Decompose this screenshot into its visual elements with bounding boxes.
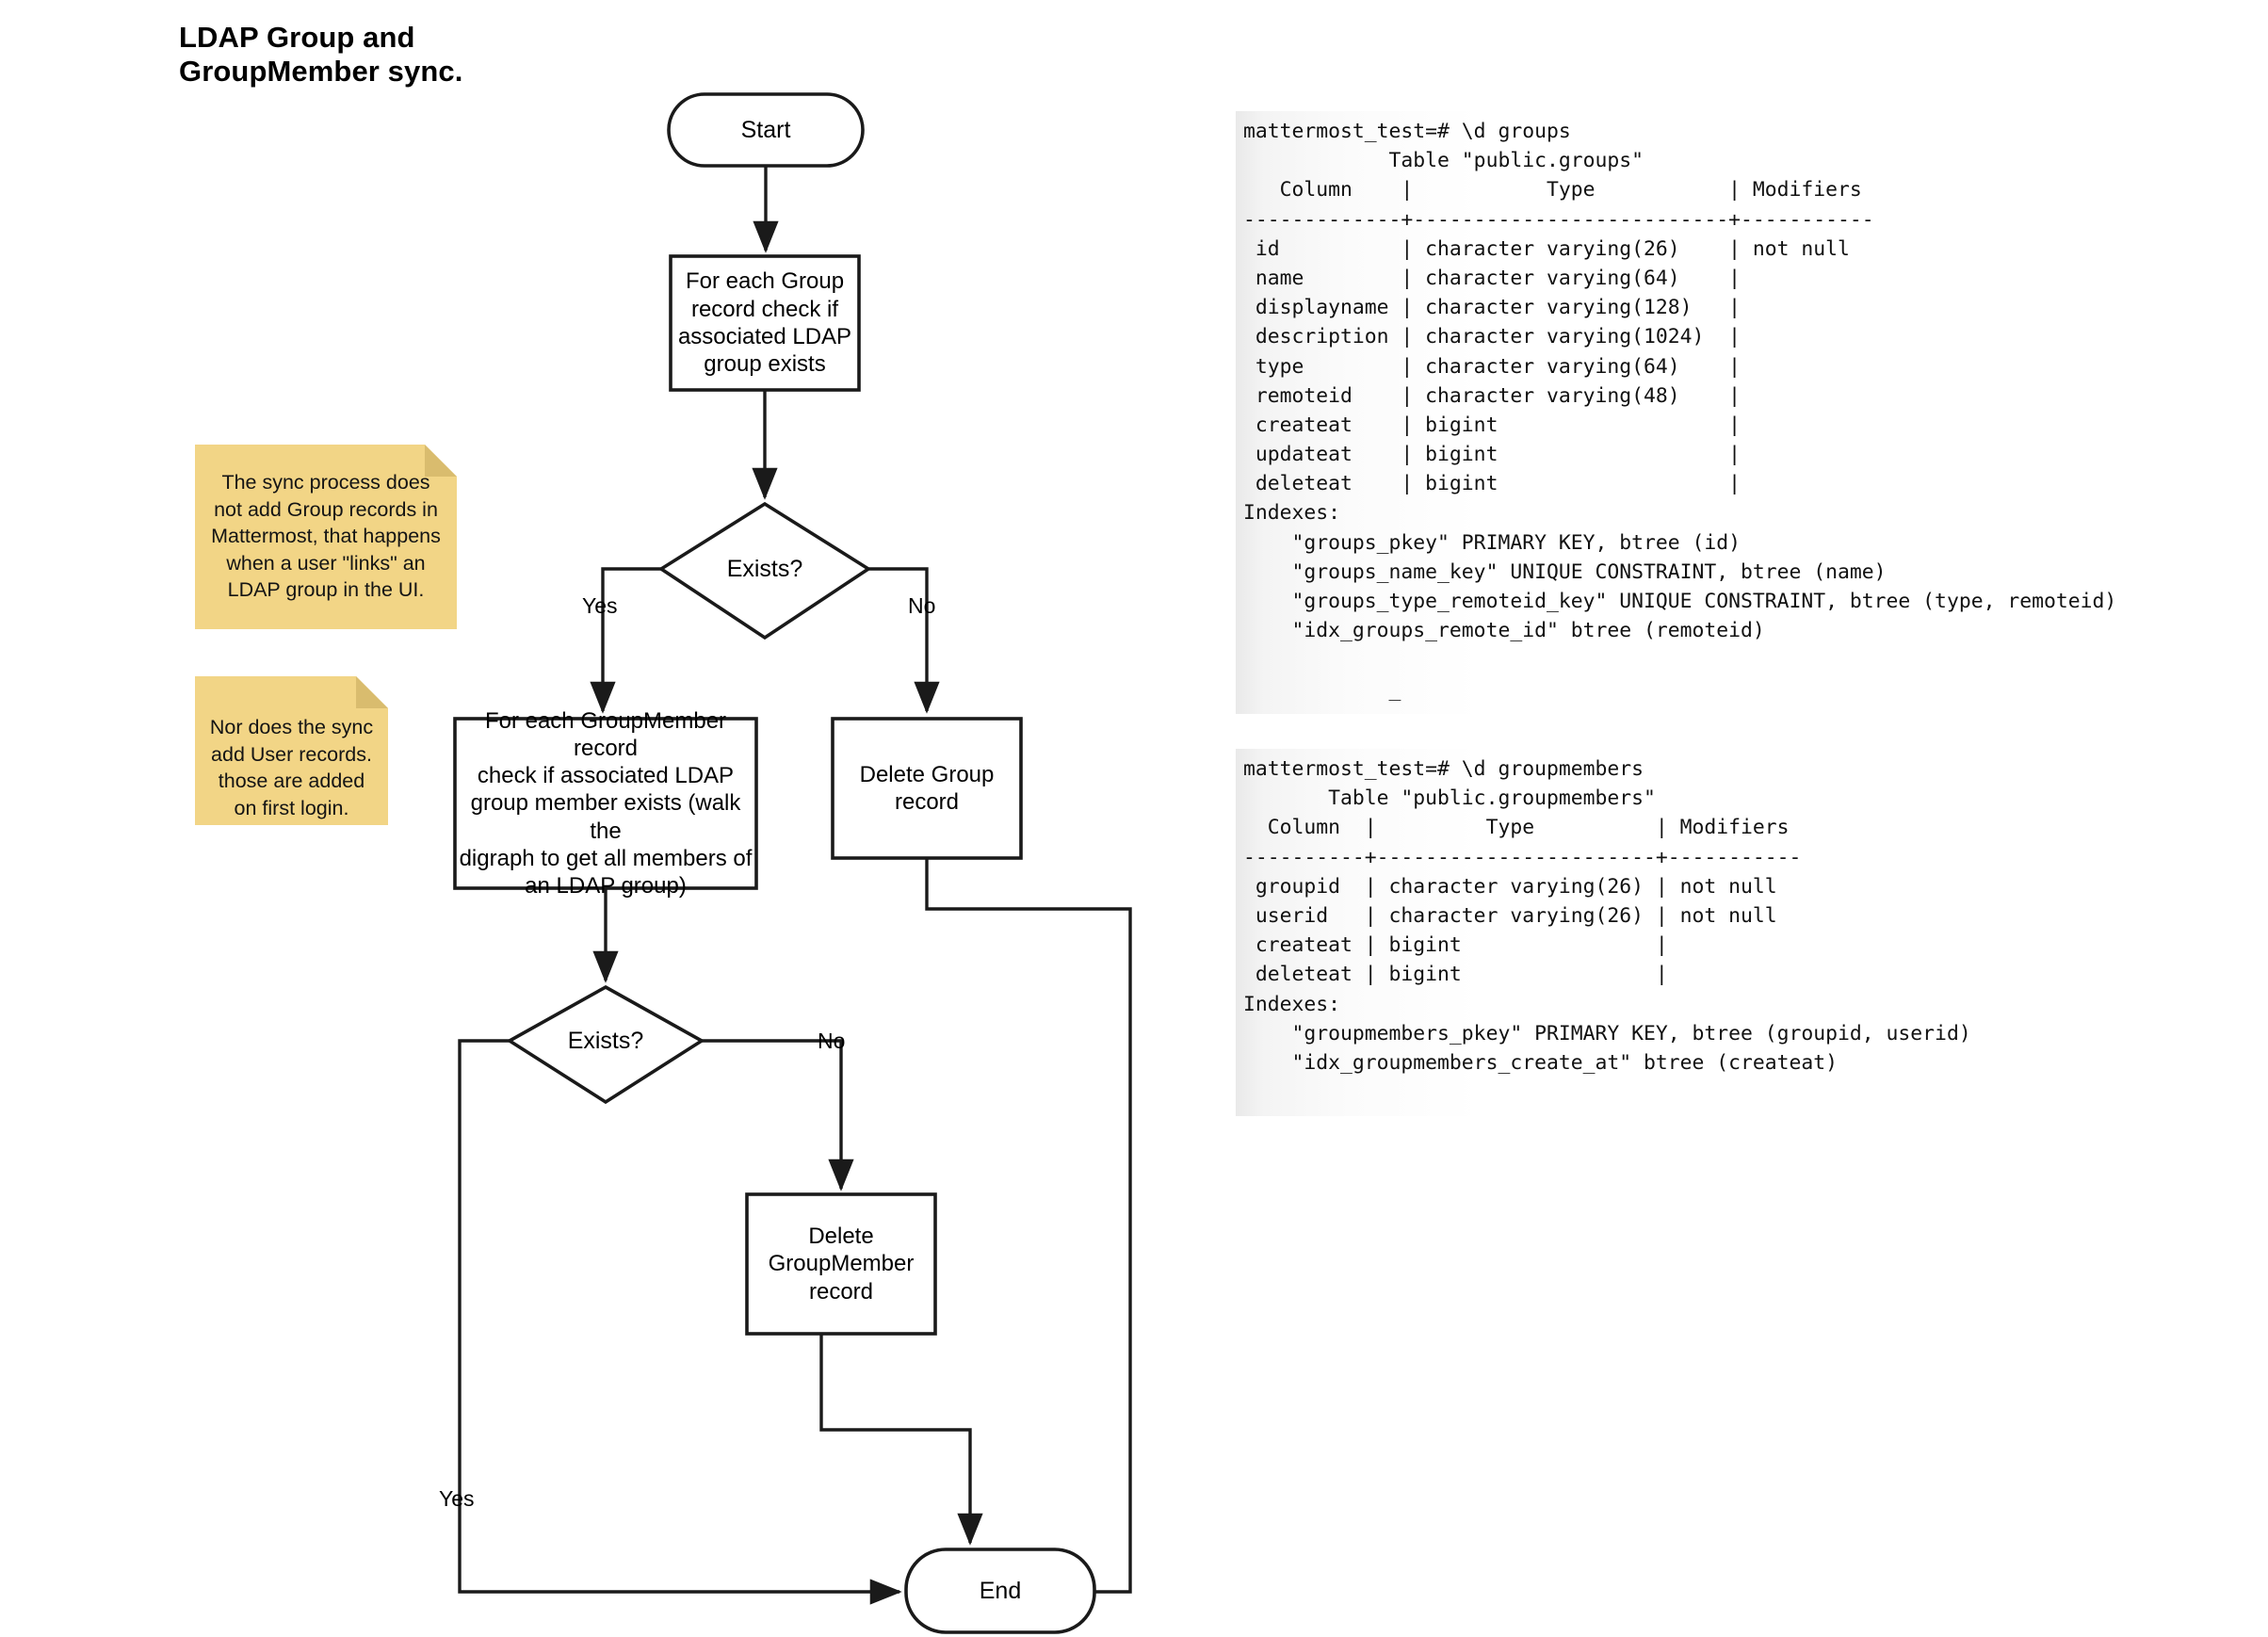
- terminal-groupmembers-line-9: Indexes:: [1243, 992, 1341, 1016]
- note2-line-4: on first login.: [234, 796, 349, 819]
- terminal-groups-line-4: -------------+--------------------------…: [1243, 207, 1874, 232]
- terminal-groupmembers-line-5: groupid | character varying(26) | not nu…: [1243, 874, 1777, 899]
- node-delete-group-shape: [831, 717, 1023, 860]
- note2-line-3: those are added: [218, 770, 365, 793]
- terminal-groupmembers-line-4: ----------+-----------------------+-----…: [1243, 845, 1802, 869]
- terminal-groups-line-13: deleteat | bigint |: [1243, 472, 1742, 496]
- terminal-groupmembers: mattermost_test=# \d groupmembers Table …: [1236, 749, 2234, 1117]
- terminal-groups-line-11: createat | bigint |: [1243, 413, 1742, 437]
- note-sync-no-group-add: The sync process does not add Group reco…: [195, 445, 457, 629]
- terminal-groups-line-5: id | character varying(26) | not null: [1243, 236, 1850, 261]
- note1-line-4: when a user "links" an: [226, 551, 426, 575]
- terminal-groups-line-16: "groups_name_key" UNIQUE CONSTRAINT, btr…: [1243, 559, 1887, 584]
- node-start-shape: [667, 92, 865, 168]
- node-decision2-shape: [506, 984, 705, 1105]
- terminal-groupmembers-line-8: deleteat | bigint |: [1243, 963, 1668, 987]
- terminal-groups-line-17: "groups_type_remoteid_key" UNIQUE CONSTR…: [1243, 590, 2117, 613]
- terminal-groupmembers-line-10: "groupmembers_pkey" PRIMARY KEY, btree (…: [1243, 1021, 1971, 1045]
- terminal-groupmembers-line-1: mattermost_test=# \d groupmembers: [1243, 757, 1644, 781]
- note1-line-1: The sync process does: [221, 471, 430, 494]
- title-line-2: GroupMember sync.: [179, 54, 463, 88]
- edge-label-decision1-yes: Yes: [582, 593, 618, 618]
- flowchart-graphics: [453, 92, 1132, 1634]
- edge-label-decision2-yes: Yes: [439, 1486, 475, 1511]
- terminal-groups-line-8: description | character varying(1024) |: [1243, 325, 1742, 349]
- terminal-groupmembers-line-2: Table "public.groupmembers": [1243, 786, 1656, 811]
- terminal-groups-line-20: _: [1243, 677, 1401, 702]
- note2-line-2: add User records.: [211, 742, 372, 766]
- terminal-groups-line-19: [1243, 645, 2234, 674]
- terminal-groupmembers-line-11: "idx_groupmembers_create_at" btree (crea…: [1243, 1050, 1839, 1075]
- terminal-groups: mattermost_test=# \d groups Table "publi…: [1236, 111, 2234, 714]
- note1-line-3: Mattermost, that happens: [211, 525, 441, 548]
- node-decision1-shape: [657, 501, 872, 640]
- terminal-groupmembers-line-6: userid | character varying(26) | not nul…: [1243, 903, 1777, 928]
- terminal-groups-line-10: remoteid | character varying(48) |: [1243, 383, 1742, 408]
- node-delete-groupmember-shape: [745, 1192, 937, 1336]
- edge-label-decision1-no: No: [908, 593, 936, 618]
- edge-label-decision2-no: No: [818, 1029, 846, 1053]
- note-sync-no-user-add: Nor does the sync add User records. thos…: [195, 676, 388, 825]
- terminal-groupmembers-line-12: [1243, 1078, 2234, 1107]
- terminal-groups-line-2: Table "public.groups": [1243, 149, 1644, 173]
- terminal-groups-line-14: Indexes:: [1243, 501, 1341, 526]
- terminal-groups-line-6: name | character varying(64) |: [1243, 266, 1742, 290]
- node-check-groupmember-shape: [453, 717, 758, 890]
- terminal-groups-line-18: "idx_groups_remote_id" btree (remoteid): [1243, 619, 1765, 643]
- page-title: LDAP Group and GroupMember sync.: [179, 21, 575, 88]
- terminal-groupmembers-line-3: Column | Type | Modifiers: [1243, 816, 1790, 840]
- terminal-groupmembers-line-7: createat | bigint |: [1243, 933, 1668, 958]
- node-check-group-shape: [669, 254, 861, 392]
- terminal-groups-line-3: Column | Type | Modifiers: [1243, 178, 1862, 203]
- terminal-groups-line-9: type | character varying(64) |: [1243, 354, 1742, 379]
- note1-line-2: not add Group records in: [214, 497, 438, 521]
- title-line-1: LDAP Group and: [179, 21, 415, 54]
- terminal-groups-line-7: displayname | character varying(128) |: [1243, 296, 1742, 320]
- node-end-shape: [904, 1548, 1096, 1634]
- note1-line-5: LDAP group in the UI.: [227, 578, 425, 602]
- note2-line-1: Nor does the sync: [209, 716, 374, 738]
- terminal-groups-line-15: "groups_pkey" PRIMARY KEY, btree (id): [1243, 530, 1742, 555]
- terminal-groups-line-12: updateat | bigint |: [1243, 443, 1742, 467]
- terminal-groups-line-1: mattermost_test=# \d groups: [1243, 120, 1571, 143]
